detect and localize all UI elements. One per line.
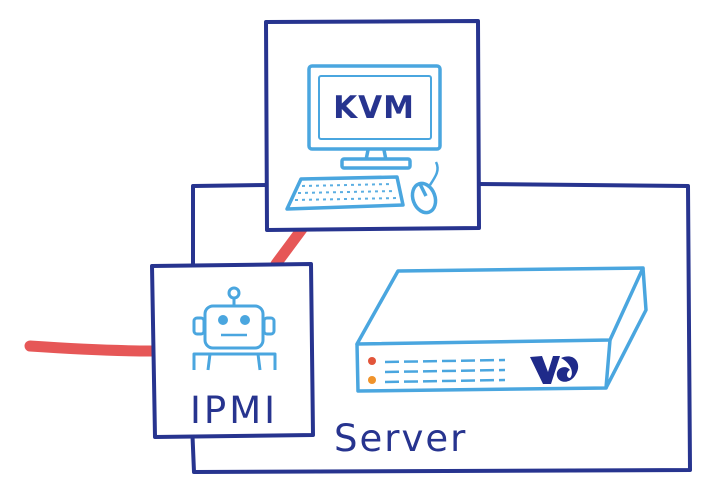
ipmi-label: IPMI xyxy=(190,389,278,432)
keyboard-icon xyxy=(285,175,405,211)
ipmi-frame xyxy=(150,262,315,439)
ipmi-box: IPMI xyxy=(150,262,315,439)
mouse-icon xyxy=(410,161,439,215)
kvm-label: KVM xyxy=(333,90,415,126)
vendor-logo-icon xyxy=(530,356,579,384)
server-label: Server xyxy=(334,417,467,460)
server-enclosure xyxy=(190,182,692,474)
network-cables xyxy=(24,223,308,357)
monitor-icon xyxy=(307,64,442,170)
power-led xyxy=(368,357,376,365)
kvm-ipmi-cable xyxy=(270,223,308,270)
robot-icon xyxy=(192,286,277,371)
server-chassis-icon xyxy=(355,266,648,393)
status-led xyxy=(368,376,376,384)
kvm-box: KVM xyxy=(264,19,481,232)
external-network-cable xyxy=(24,340,158,357)
